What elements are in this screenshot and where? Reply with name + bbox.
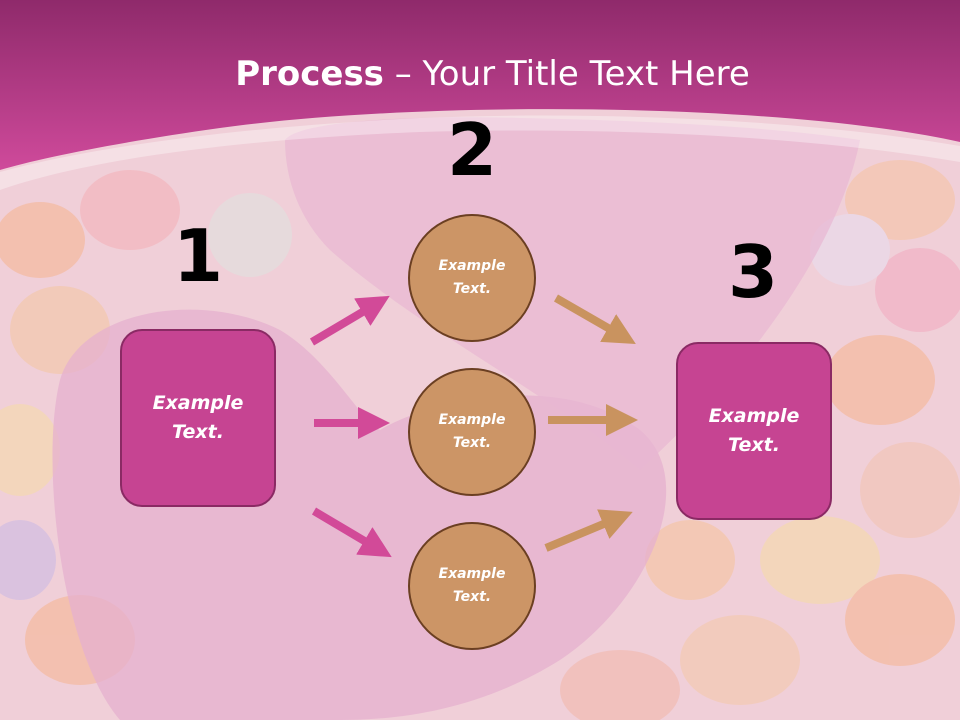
arrow-top-to-3	[554, 294, 636, 344]
step-number-3: 3	[727, 230, 779, 314]
step-3-text-line2: Text.	[728, 434, 780, 456]
circle-bottom-line2: Text.	[452, 589, 492, 605]
circle-top-line2: Text.	[452, 281, 492, 297]
circle-middle-line1: Example	[438, 412, 506, 428]
step-3-text-line1: Example	[708, 405, 800, 427]
header-band	[0, 0, 960, 170]
circle-middle-line2: Text.	[452, 435, 492, 451]
circle-top-line1: Example	[438, 258, 506, 274]
title-bold: Process	[235, 54, 384, 94]
arrow-1-to-top	[309, 295, 390, 346]
arrow-1-to-bottom	[311, 507, 392, 558]
step-1-text-line1: Example	[152, 392, 244, 414]
step-number-1: 1	[172, 214, 224, 298]
step-number-2: 2	[446, 108, 498, 192]
header-swoosh	[0, 115, 960, 190]
arrow-bottom-to-3	[544, 509, 633, 552]
slide-title: Process – Your Title Text Here	[0, 54, 960, 94]
circle-bottom-line1: Example	[438, 566, 506, 582]
step-1-text-line2: Text.	[172, 421, 224, 443]
title-rest: – Your Title Text Here	[383, 54, 750, 94]
